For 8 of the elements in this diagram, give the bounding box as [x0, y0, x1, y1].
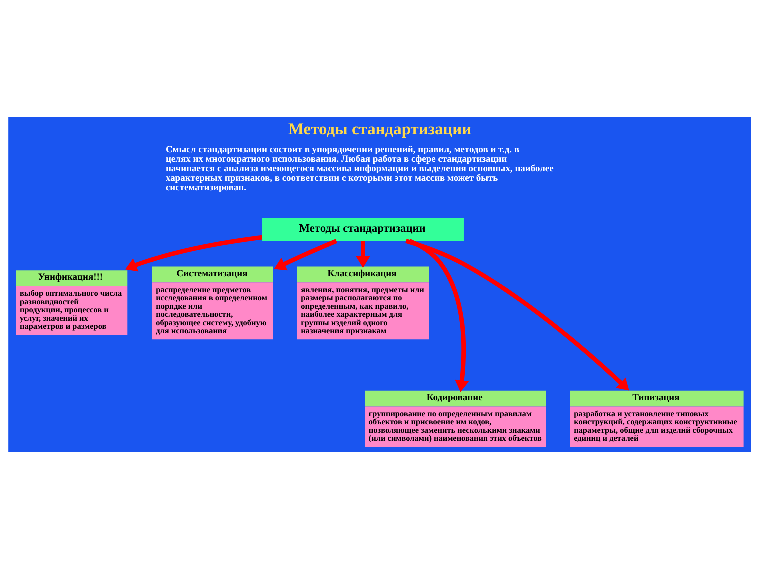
arrow	[406, 239, 630, 391]
arrow	[408, 239, 470, 392]
arrow	[274, 239, 338, 271]
label: Смысл стандартизации состоит в упорядочении решений, правил, методов и т.д. в целях их многократного использования. Любая работа в сфере стандартизации начинается с анализа имеющегося массива информации и выделения основных, наиболее характерных признаков, в соответствии с которыми этот массив может быть систематизирован.	[166, 145, 554, 194]
node-box: Методы стандартизации	[262, 218, 464, 242]
arrow	[356, 241, 370, 268]
diagram-title: Методы стандартизации	[288, 120, 472, 139]
arrow	[125, 235, 263, 272]
